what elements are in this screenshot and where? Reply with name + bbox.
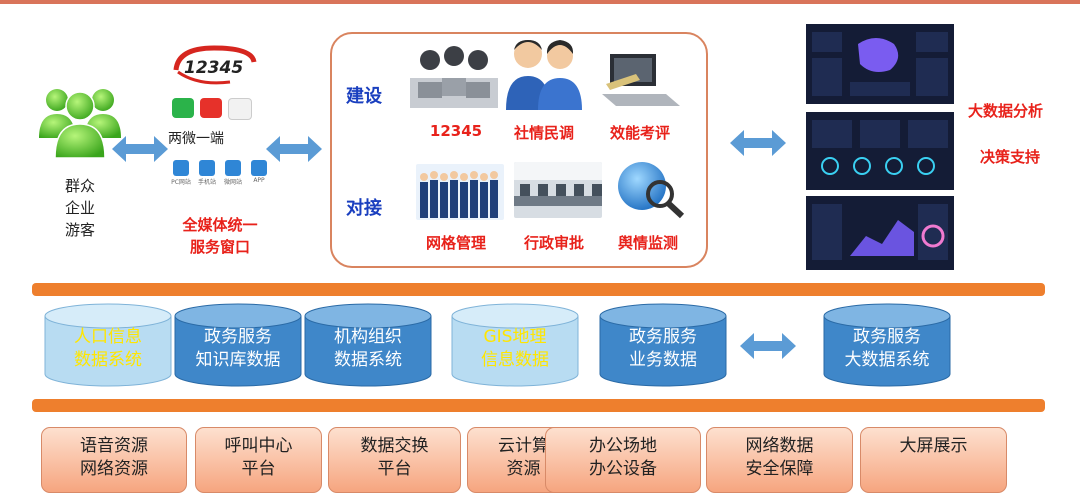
infra-line: 语音资源	[80, 436, 148, 456]
cylinder-line: 业务数据	[629, 350, 697, 370]
mobile-app-icon	[228, 98, 252, 120]
database-cylinder-icon	[451, 303, 579, 387]
data-cylinder-gis: GIS地理 信息数据	[450, 302, 580, 388]
database-cylinder-icon	[823, 303, 951, 387]
cylinder-line: 大数据系统	[844, 350, 930, 370]
grid-staff-group-icon	[416, 164, 504, 220]
data-cylinder-population: 人口信息 数据系统	[43, 302, 173, 388]
data-cylinder-organization: 机构组织 数据系统	[303, 302, 433, 388]
item-performance-eval: 效能考评	[609, 124, 670, 142]
dashboard-screen-2	[806, 112, 954, 190]
phone-icon	[199, 160, 215, 176]
infra-voice-network: 语音资源网络资源	[41, 427, 187, 493]
cylinder-line: 知识库数据	[195, 350, 281, 370]
hotline-logo-swirl-icon	[173, 45, 257, 85]
cylinder-line: 人口信息	[74, 327, 142, 347]
device-micro: 微网站	[222, 160, 244, 190]
double-arrow-icon	[730, 130, 786, 156]
users-line: 游客	[64, 221, 95, 239]
device-label: 微网站	[223, 179, 242, 186]
cylinder-line: 数据系统	[74, 350, 142, 370]
infra-security: 网络数据安全保障	[706, 427, 853, 493]
dashboard-screen-3	[806, 196, 954, 270]
infra-line: 网络资源	[80, 459, 148, 479]
wechat-icon	[172, 98, 194, 118]
users-label: 群众 企业 游客	[40, 175, 120, 241]
users-line: 企业	[64, 199, 95, 217]
dashboard-screen-1	[806, 24, 954, 104]
infra-line: 大屏展示	[899, 436, 968, 456]
infra-line: 网络数据	[745, 436, 814, 456]
admin-hall-icon	[514, 162, 602, 218]
call-center-headset-icon	[410, 46, 498, 108]
caption-line: 服务窗口	[189, 238, 250, 256]
cylinder-line: GIS地理	[483, 327, 547, 347]
globe-magnifier-icon	[618, 162, 685, 219]
hotline-12345-logo: 12345	[168, 42, 260, 92]
infra-line: 平台	[377, 459, 412, 479]
big-data-analysis-label: 大数据分析	[968, 102, 1044, 120]
top-divider	[0, 0, 1080, 4]
infra-line: 办公场地	[589, 436, 657, 456]
layer-divider-bar	[32, 399, 1045, 412]
customer-service-staff-icon	[506, 40, 582, 110]
device-icon-row: PC网站 手机站 微网站 APP	[170, 160, 270, 190]
cylinder-line: 政务服务	[853, 327, 921, 347]
item-12345: 12345	[429, 122, 483, 140]
people-group-icon	[39, 89, 121, 159]
database-cylinder-icon	[44, 303, 172, 387]
database-cylinder-icon	[174, 303, 302, 387]
infra-line: 安全保障	[745, 459, 814, 479]
app-icon	[251, 160, 267, 176]
double-arrow-icon	[266, 136, 322, 162]
data-cylinder-knowledge: 政务服务 知识库数据	[173, 302, 303, 388]
hotline-logo-text: 12345	[184, 58, 244, 78]
caption-line: 全媒体统一	[182, 216, 258, 234]
media-caption: 全媒体统一 服务窗口	[160, 214, 280, 258]
app-icons	[172, 98, 264, 120]
device-label: PC网站	[171, 179, 191, 186]
cylinder-line: 机构组织	[334, 327, 402, 347]
item-social-survey: 社情民调	[513, 124, 574, 142]
device-app: APP	[248, 160, 270, 190]
cylinder-line: 信息数据	[481, 350, 549, 370]
weibo-icon	[200, 98, 222, 118]
double-arrow-icon	[112, 136, 168, 162]
infra-line: 呼叫中心	[224, 436, 293, 456]
infra-line: 平台	[241, 459, 276, 479]
item-admin-approval: 行政审批	[523, 234, 584, 252]
layer-divider-bar	[32, 283, 1045, 296]
infra-line: 办公设备	[589, 459, 657, 479]
data-cylinder-bigdata: 政务服务 大数据系统	[822, 302, 952, 388]
infra-call-center: 呼叫中心平台	[195, 427, 322, 493]
cylinder-line: 政务服务	[629, 327, 697, 347]
cylinder-line: 政务服务	[204, 327, 272, 347]
database-cylinder-icon	[304, 303, 432, 387]
device-label: 手机站	[197, 179, 216, 186]
infra-line: 云计算	[498, 436, 549, 456]
infra-big-screen: 大屏展示	[860, 427, 1007, 493]
device-pc: PC网站	[170, 160, 192, 190]
item-public-opinion: 舆情监测	[617, 234, 678, 252]
construction-label: 建设	[346, 86, 382, 107]
evaluation-laptop-icon	[602, 54, 680, 106]
cylinder-line: 数据系统	[334, 350, 402, 370]
decision-support-label: 决策支持	[980, 148, 1041, 166]
device-mobile: 手机站	[196, 160, 218, 190]
infra-line: 数据交换	[360, 436, 429, 456]
two-micro-one-end-label: 两微一端	[168, 131, 224, 147]
micro-site-icon	[225, 160, 241, 176]
data-cylinder-business: 政务服务 业务数据	[598, 302, 728, 388]
integration-label: 对接	[346, 198, 382, 219]
double-arrow-icon	[740, 333, 796, 359]
infra-office: 办公场地办公设备	[545, 427, 701, 493]
infra-line: 资源	[506, 459, 541, 479]
infra-data-exchange: 数据交换平台	[328, 427, 461, 493]
device-label: APP	[253, 177, 265, 184]
item-grid-management: 网格管理	[425, 234, 486, 252]
database-cylinder-icon	[599, 303, 727, 387]
pc-icon	[173, 160, 189, 176]
users-line: 群众	[64, 177, 95, 195]
